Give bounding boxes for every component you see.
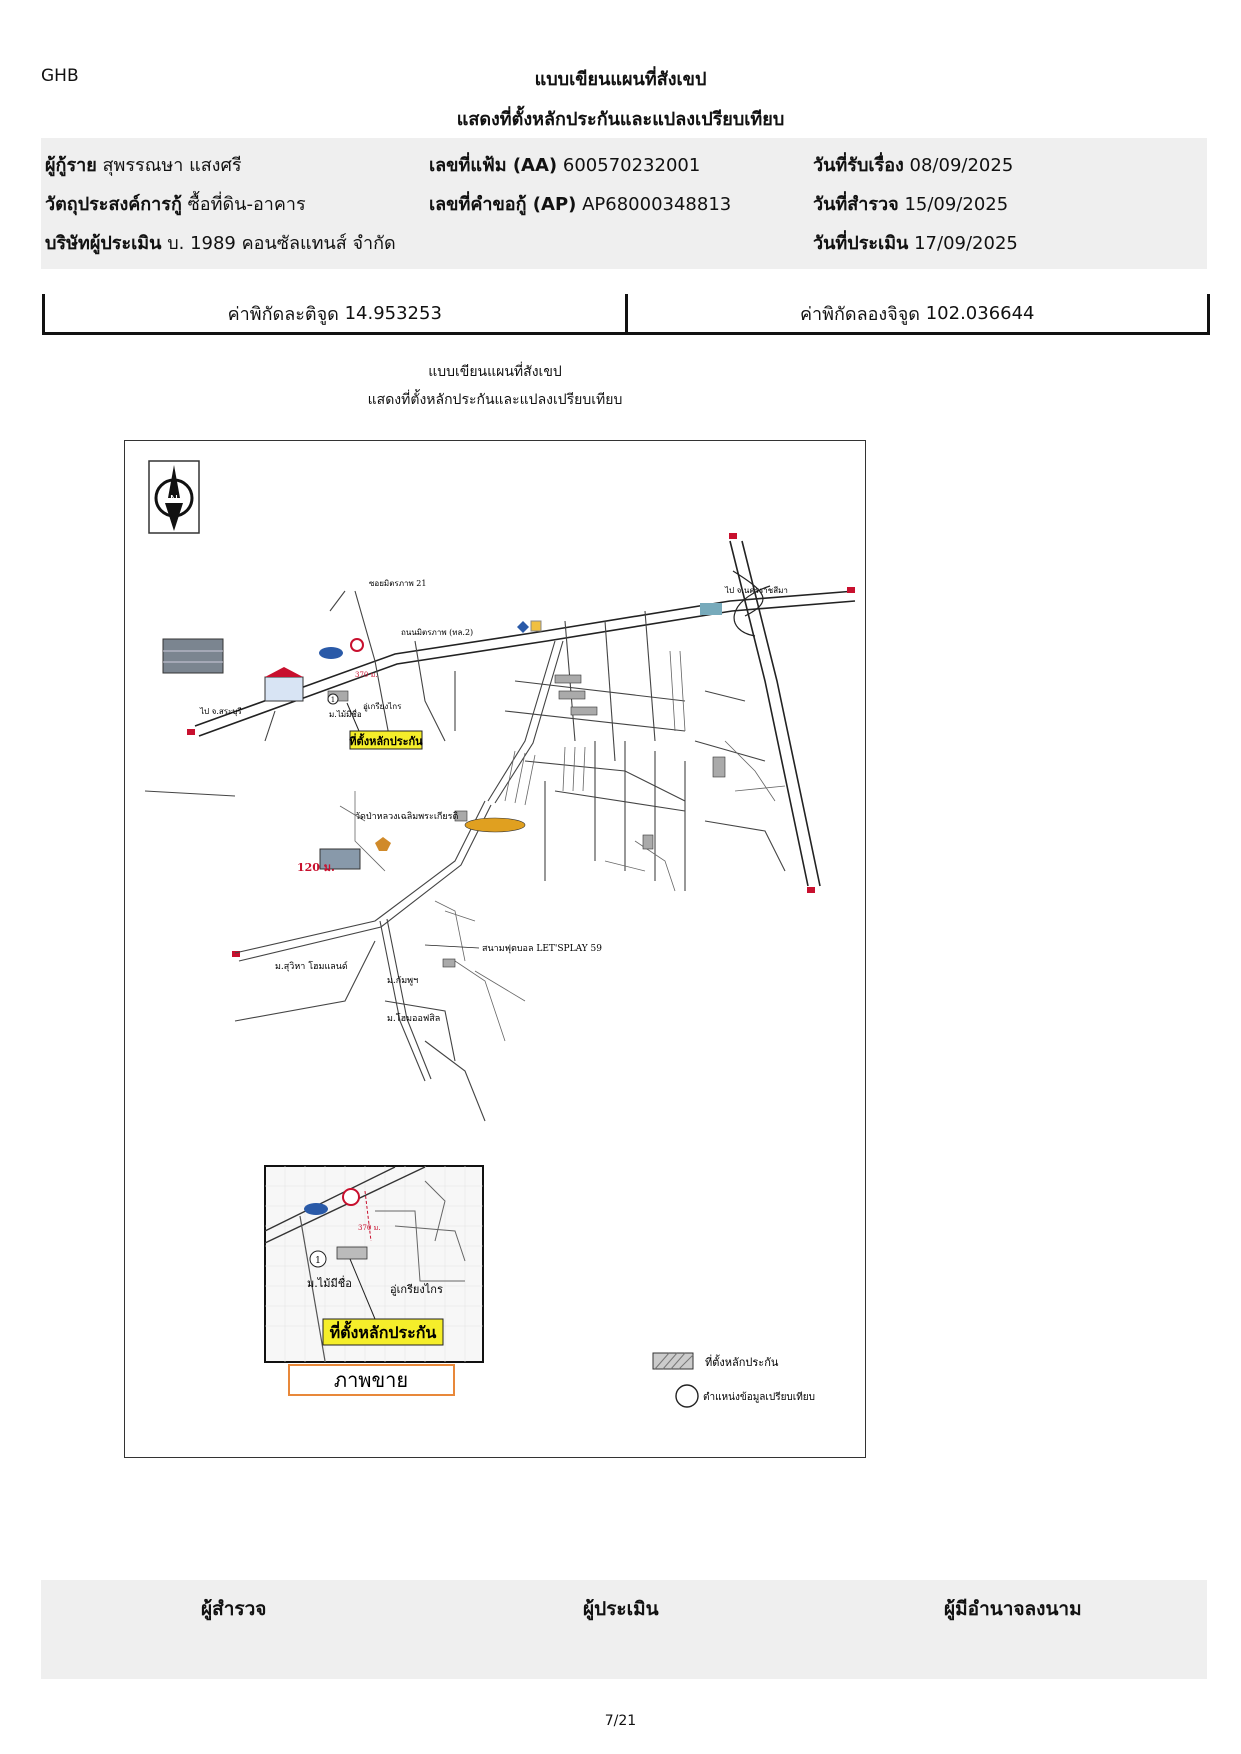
latitude-cell: ค่าพิกัดละติจูด 14.953253: [45, 294, 628, 332]
inset-collateral-label: ที่ตั้งหลักประกัน: [330, 1320, 437, 1342]
appraisal-date-field: วันที่ประเมิน 17/09/2025: [813, 233, 1018, 254]
road-grid: [339, 650, 786, 1042]
map-subheading: แสดงที่ตั้งหลักประกันและแปลงเปรียบเทียบ: [367, 392, 623, 408]
to-city-label: ไป จ.นครราชสีมา: [724, 586, 788, 595]
map-legend: ที่ตั้งหลักประกัน ตำแหน่งข้อมูลเปรียบเที…: [652, 1352, 815, 1408]
hatched-buildings: [327, 674, 726, 968]
purpose-field: วัตถุประสงค์การกู้ ซื้อที่ดิน-อาคาร: [45, 194, 306, 215]
main-road: [194, 540, 856, 887]
inset-village-kriang-label: อู่เกรียงไกร: [390, 1283, 443, 1296]
village-mai-label: ม.ไม้มีชื่อ: [329, 708, 362, 719]
to-pakchong-label: ไป จ.สระบุรี: [199, 707, 242, 716]
request-number-field: เลขที่คำขอกู้ (AP) AP68000348813: [429, 194, 732, 215]
temple-label: วัดป่าหลวงเฉลิมพระเกียรติ: [355, 811, 458, 822]
inset-caption-text: ภาพขาย: [334, 1368, 408, 1392]
borrower-field: ผู้กู้ราย สุพรรณษา แสงศรี: [45, 155, 242, 176]
distance-label: 370 ม.: [355, 671, 377, 679]
north-label: N: [170, 493, 178, 506]
village-song-label: ม.โฮมออฟสิล: [387, 1013, 440, 1024]
inset-distance-label: 370 ม.: [358, 1224, 380, 1232]
north-arrow-icon: N: [148, 460, 200, 534]
file-number-field: เลขที่แฟ้ม (AA) 600570232001: [429, 155, 701, 176]
info-panel: ผู้กู้ราย สุพรรณษา แสงศรี วัตถุประสงค์กา…: [41, 138, 1207, 269]
main-road-label: ถนนมิตรภาพ (ทล.2): [401, 628, 473, 637]
village-oval: [464, 817, 526, 833]
document-subtitle: แสดงที่ตั้งหลักประกันและแปลงเปรียบเทียบ: [456, 109, 785, 130]
legend-collateral-label: ที่ตั้งหลักประกัน: [705, 1354, 779, 1369]
soi-label: ซอยมิตรภาพ 21: [369, 579, 426, 588]
building-icon: [162, 638, 224, 674]
appraiser-signature: ผู้ประเมิน: [583, 1598, 659, 1620]
authorized-signature: ผู้มีอำนาจลงนาม: [944, 1598, 1082, 1620]
logo-icons: [319, 603, 722, 870]
received-date-field: วันที่รับเรื่อง 08/09/2025: [813, 155, 1014, 176]
inset-pin-number: 1: [315, 1256, 321, 1266]
inset-caption: ภาพขาย: [288, 1364, 455, 1396]
village-kriang-label: อู่เกรียงไกร: [363, 702, 402, 712]
longitude-cell: ค่าพิกัดลองจิจูด 102.036644: [799, 302, 1035, 325]
map-heading: แบบเขียนแผนที่สังเขป: [428, 364, 562, 380]
road-end-markers: [187, 533, 855, 957]
inset-map: 370 ม. 1 ม.ไม้มีชื่อ อู่เกรียงไกร ที่ตั้…: [264, 1165, 484, 1363]
distance-label-2: 120 ม.: [297, 861, 335, 874]
secondary-roads: [144, 590, 786, 1122]
village-suvi-label: ม.สุวิหา โฮมแลนด์: [275, 960, 348, 972]
surveyor-signature: ผู้สำรวจ: [201, 1598, 267, 1620]
appraiser-company-field: บริษัทผู้ประเมิน บ. 1989 คอนซัลแทนส์ จำก…: [45, 233, 396, 254]
gas-station-icon: [264, 667, 304, 702]
logo: GHB: [41, 66, 79, 86]
stadium-label: สนามฟุตบอล LET'SPLAY 59: [482, 944, 602, 954]
document-title: แบบเขียนแผนที่สังเขป: [534, 69, 707, 90]
signature-panel: ผู้สำรวจ ผู้ประเมิน ผู้มีอำนาจลงนาม: [41, 1580, 1207, 1679]
collateral-label: ที่ตั้งหลักประกัน: [349, 733, 423, 748]
sketch-map: N ถนนมิตรภาพ (ทล.2) ไป จ.นครราชสีมา ไป จ…: [124, 440, 866, 1458]
survey-date-field: วันที่สำรวจ 15/09/2025: [813, 194, 1009, 215]
legend-comparable-label: ตำแหน่งข้อมูลเปรียบเทียบ: [703, 1391, 815, 1403]
page-number: 7/21: [604, 1713, 637, 1729]
inset-village-mai-label: ม.ไม้มีชื่อ: [307, 1275, 352, 1290]
collateral-marker: ที่ตั้งหลักประกัน 1: [327, 693, 423, 750]
comparable-number: 1: [331, 696, 335, 704]
coordinates-table: ค่าพิกัดละติจูด 14.953253 ค่าพิกัดลองจิจ…: [42, 294, 1210, 335]
village-kham-label: ม.กัมพูฯ: [387, 976, 418, 986]
